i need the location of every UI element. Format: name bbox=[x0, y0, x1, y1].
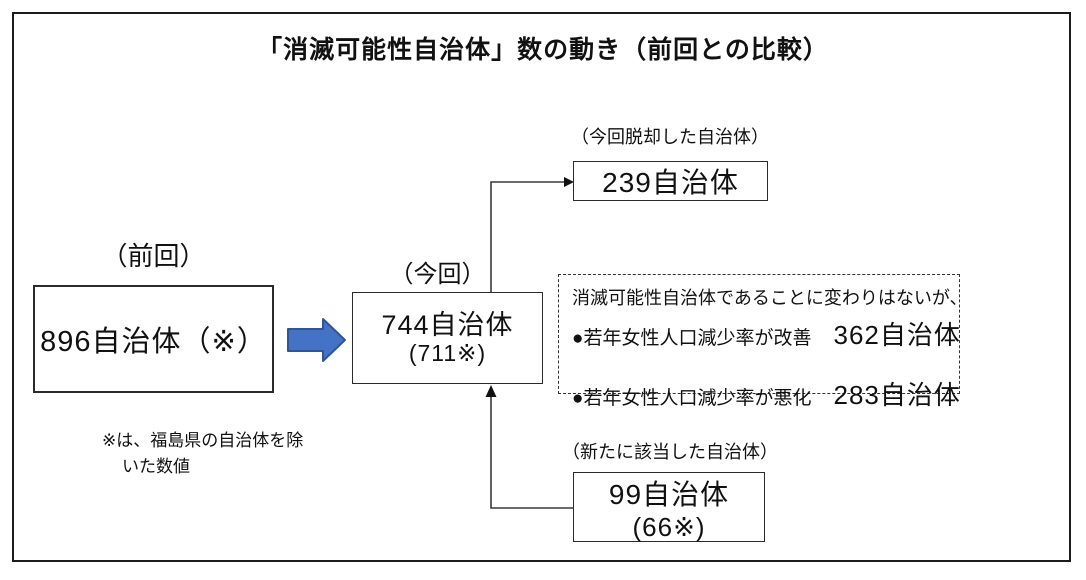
worsened-label: 若年女性人口減少率が悪化 bbox=[583, 388, 812, 409]
footnote-line2: いた数値 bbox=[122, 456, 190, 476]
worsened-count: 283自治体 bbox=[833, 380, 961, 410]
previous-count-box: 896自治体（※） bbox=[33, 285, 274, 393]
new-entry-count-note: (66※) bbox=[632, 511, 706, 542]
worsened-row: ● 若年女性人口減少率が悪化 283自治体 bbox=[572, 375, 961, 412]
footnote-line1: ※は、福島県の自治体を除 bbox=[102, 431, 304, 450]
improved-label: 若年女性人口減少率が改善 bbox=[583, 328, 812, 349]
escaped-count: 239自治体 bbox=[602, 167, 739, 198]
current-count-box: 744自治体 (711※) bbox=[352, 292, 543, 384]
diagram-title: 「消滅可能性自治体」数の動き（前回との比較） bbox=[257, 36, 829, 64]
footnote: ※は、福島県の自治体を除 いた数値 bbox=[102, 428, 303, 479]
current-count: 744自治体 bbox=[381, 309, 514, 340]
bullet-icon: ● bbox=[572, 388, 584, 409]
previous-label: （前回） bbox=[101, 241, 206, 271]
new-entry-count: 99自治体 bbox=[608, 478, 730, 510]
current-count-note: (711※) bbox=[408, 339, 487, 366]
new-entry-label: （新たに該当した自治体） bbox=[562, 442, 778, 462]
escaped-label: （今回脱却した自治体） bbox=[571, 127, 769, 147]
unchanged-panel: 消滅可能性自治体であることに変わりはないが、 ● 若年女性人口減少率が改善 36… bbox=[558, 274, 968, 410]
current-label: （今回） bbox=[389, 261, 486, 288]
previous-count: 896自治体（※） bbox=[40, 326, 267, 358]
escaped-count-box: 239自治体 bbox=[573, 161, 768, 201]
improved-row: ● 若年女性人口減少率が改善 362自治体 bbox=[572, 315, 961, 352]
improved-count: 362自治体 bbox=[833, 320, 961, 350]
bullet-icon: ● bbox=[572, 328, 584, 349]
unchanged-intro: 消滅可能性自治体であることに変わりはないが、 bbox=[572, 288, 968, 308]
new-entry-count-box: 99自治体 (66※) bbox=[573, 472, 765, 542]
